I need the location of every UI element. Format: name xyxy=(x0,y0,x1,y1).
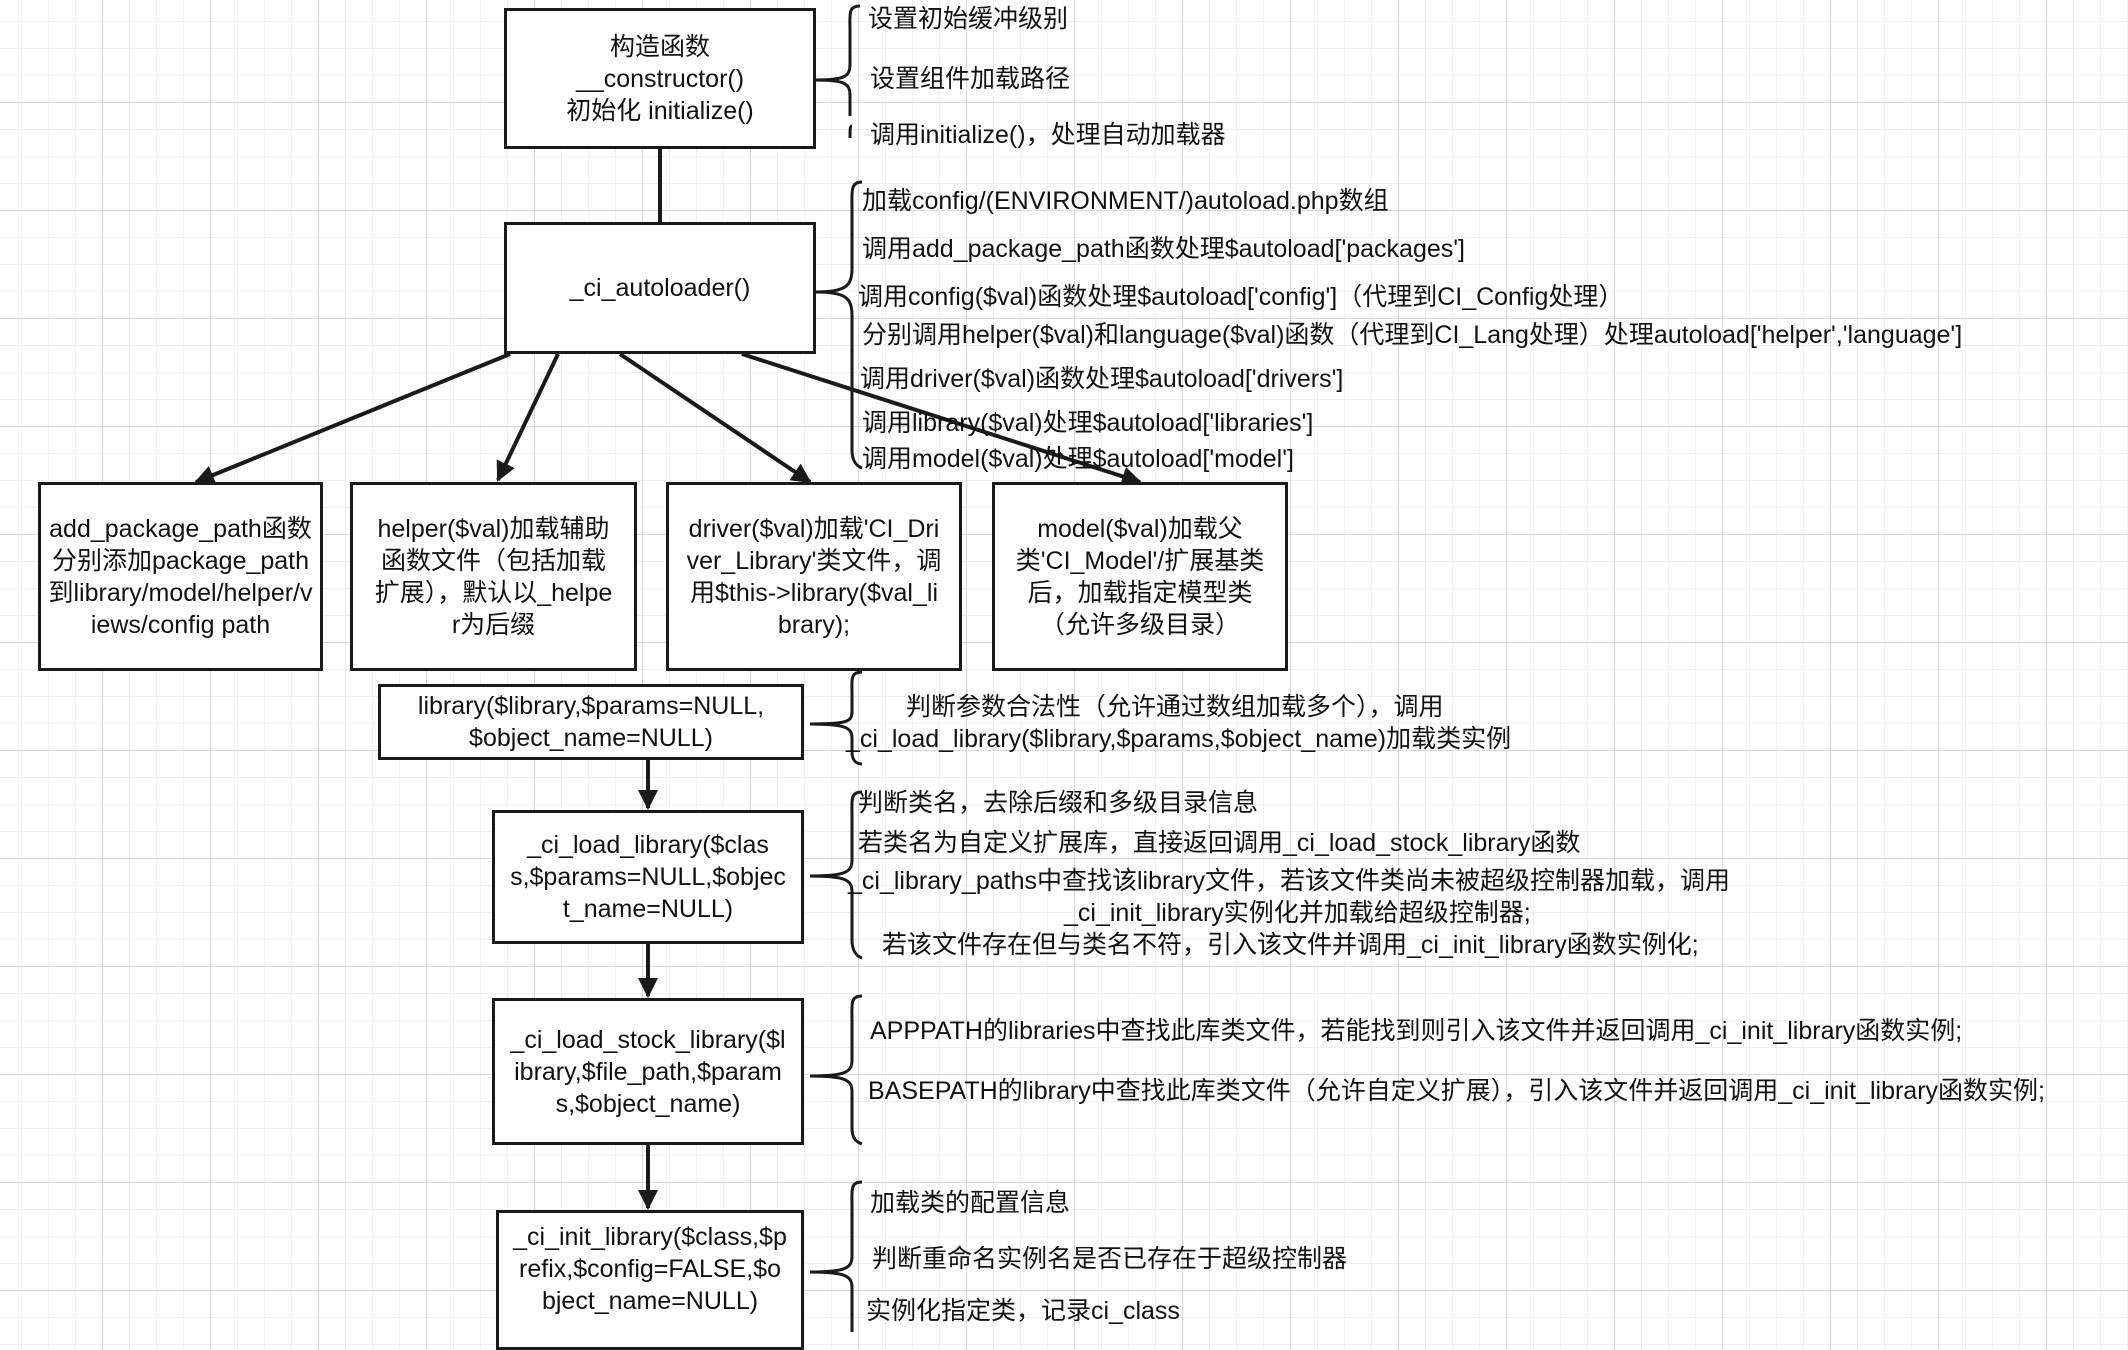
note-autoloader-2: 调用add_package_path函数处理$autoload['package… xyxy=(862,235,1465,263)
node-ci-load-library: _ci_load_library($class,$params=NULL,$ob… xyxy=(492,810,804,944)
note-autoloader-5: 调用driver($val)函数处理$autoload['drivers'] xyxy=(860,365,1344,393)
note-library-2: _ci_load_library($library,$params,$objec… xyxy=(846,725,1512,753)
edge-autoloader-driver xyxy=(618,352,812,484)
note-load-library-2: 若类名为自定义扩展库，直接返回调用_ci_load_stock_library函… xyxy=(858,829,1581,857)
note-autoloader-1: 加载config/(ENVIRONMENT/)autoload.php数组 xyxy=(862,187,1389,215)
note-constructor-3: 调用initialize()，处理自动加载器 xyxy=(870,121,1226,149)
node-ci-init-library: _ci_init_library($class,$prefix,$config=… xyxy=(496,1210,804,1350)
node-ci-load-library-label: _ci_load_library($class,$params=NULL,$ob… xyxy=(510,831,786,923)
node-model-label: model($val)加载父类'CI_Model'/扩展基类后，加载指定模型类（… xyxy=(1015,514,1265,639)
note-load-library-1: 判断类名，去除后缀和多级目录信息 xyxy=(858,789,1259,817)
node-add-package-path: add_package_path函数分别添加package_path到libra… xyxy=(38,482,323,671)
edge-autoloader-model xyxy=(741,352,1142,487)
node-ci-autoloader: _ci_autoloader() xyxy=(504,222,816,354)
node-ci-init-library-label: _ci_init_library($class,$prefix,$config=… xyxy=(513,1223,787,1315)
node-library-label: library($library,$params=NULL, $object_n… xyxy=(417,692,765,752)
node-ci-autoloader-label: _ci_autoloader() xyxy=(569,274,751,302)
node-ci-load-stock-library-label: _ci_load_stock_library($library,$file_pa… xyxy=(510,1025,786,1118)
node-add-package-path-label: add_package_path函数分别添加package_path到libra… xyxy=(48,514,313,639)
note-constructor-2: 设置组件加载路径 xyxy=(870,65,1071,93)
brace-load-library xyxy=(809,790,863,960)
note-library-1: 判断参数合法性（允许通过数组加载多个），调用 xyxy=(906,693,1444,721)
note-stock-library-2: BASEPATH的library中查找此库类文件（允许自定义扩展），引入该文件并… xyxy=(868,1077,2045,1105)
node-driver: driver($val)加载'CI_Driver_Library'类文件，调用$… xyxy=(666,482,962,671)
node-model: model($val)加载父类'CI_Model'/扩展基类后，加载指定模型类（… xyxy=(992,482,1288,671)
node-library: library($library,$params=NULL, $object_n… xyxy=(378,684,804,760)
brace-stock-library xyxy=(809,994,863,1146)
brace-autoloader xyxy=(815,180,863,470)
node-constructor: 构造函数 __constructor() 初始化 initialize() xyxy=(504,8,816,149)
node-helper: helper($val)加载辅助函数文件（包括加载扩展），默认以_helper为… xyxy=(350,482,637,671)
note-load-library-4: _ci_init_library实例化并加载给超级控制器; xyxy=(1064,899,1531,927)
note-autoloader-7: 调用model($val)处理$autoload['model'] xyxy=(862,445,1294,473)
note-constructor-1: 设置初始缓冲级别 xyxy=(868,5,1069,33)
note-load-library-3: _ci_library_paths中查找该library文件，若该文件类尚未被超… xyxy=(848,867,1731,895)
note-stock-library-1: APPPATH的libraries中查找此库类文件，若能找到则引入该文件并返回调… xyxy=(870,1017,1963,1045)
note-init-library-2: 判断重命名实例名是否已存在于超级控制器 xyxy=(872,1245,1348,1273)
note-load-library-5: 若该文件存在但与类名不符，引入该文件并调用_ci_init_library函数实… xyxy=(882,931,1699,959)
note-init-library-1: 加载类的配置信息 xyxy=(870,1189,1071,1217)
note-autoloader-3: 调用config($val)函数处理$autoload['config']（代理… xyxy=(858,283,1624,311)
edge-autoloader-add-package-path xyxy=(194,352,511,485)
node-ci-load-stock-library: _ci_load_stock_library($library,$file_pa… xyxy=(492,998,804,1145)
brace-init-library xyxy=(809,1180,863,1332)
node-helper-label: helper($val)加载辅助函数文件（包括加载扩展），默认以_helper为… xyxy=(374,514,613,639)
brace-library xyxy=(809,670,863,766)
brace-constructor xyxy=(815,4,861,139)
note-init-library-3: 实例化指定类，记录ci_class xyxy=(866,1297,1180,1325)
note-autoloader-6: 调用library($val)处理$autoload['libraries'] xyxy=(862,409,1314,437)
node-constructor-label: 构造函数 __constructor() 初始化 initialize() xyxy=(566,32,754,125)
note-autoloader-4: 分别调用helper($val)和language($val)函数（代理到CI_… xyxy=(862,321,1963,349)
node-driver-label: driver($val)加载'CI_Driver_Library'类文件，调用$… xyxy=(686,514,942,639)
edge-autoloader-helper xyxy=(496,353,560,482)
